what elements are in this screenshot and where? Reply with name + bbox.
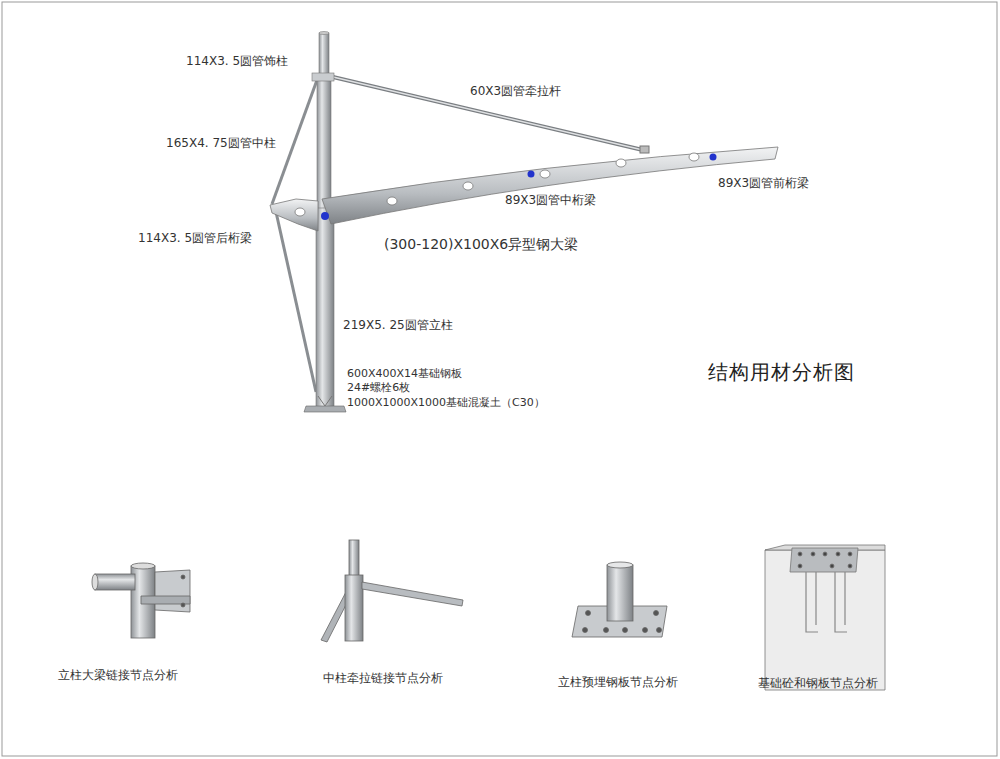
column-beam-joint (92, 563, 190, 638)
part-label: (300-120)X100X6异型钢大梁 (384, 236, 578, 253)
detail-caption: 中柱牵拉链接节点分析 (323, 671, 443, 685)
detail-caption: 基础砼和钢板节点分析 (758, 676, 878, 690)
part-label: 600X400X14基础钢板 (347, 367, 462, 380)
column-embedded-plate (572, 562, 667, 637)
part-label: 1000X1000X1000基础混凝土（C30） (347, 396, 545, 409)
part-label: 219X5. 25圆管立柱 (343, 318, 453, 332)
part-label: 60X3圆管牵拉杆 (470, 84, 561, 98)
column-tie-joint (321, 540, 463, 642)
diagram-title: 结构用材分析图 (708, 360, 855, 384)
part-label: 114X3. 5圆管饰柱 (186, 54, 288, 68)
foundation-block (765, 545, 885, 690)
detail-caption: 立柱大梁链接节点分析 (58, 668, 178, 682)
detail-caption: 立柱预埋钢板节点分析 (558, 675, 678, 689)
part-label: 89X3圆管前桁梁 (718, 176, 809, 190)
carport-frame (270, 32, 778, 413)
part-label: 24#螺栓6枚 (347, 381, 410, 394)
part-label: 165X4. 75圆管中柱 (166, 136, 276, 150)
part-label: 89X3圆管中桁梁 (505, 193, 596, 207)
part-label: 114X3. 5圆管后桁梁 (138, 231, 252, 245)
